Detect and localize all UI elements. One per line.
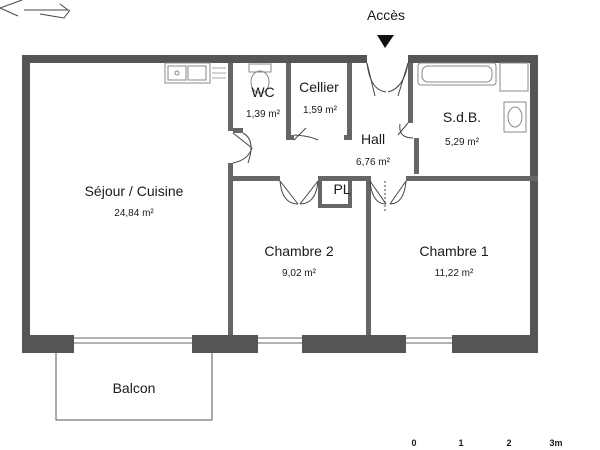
- room-area: 1,59 m²: [303, 105, 338, 116]
- north-arrow-icon: [0, 0, 71, 19]
- room-name: Hall: [361, 131, 385, 147]
- outer-walls: [22, 55, 538, 353]
- kitchen-sink-icon: [164, 62, 211, 84]
- scale-tick: 2: [506, 438, 511, 448]
- room-name: Chambre 2: [264, 243, 333, 259]
- room-name: PL: [333, 181, 350, 197]
- scale-tick: 1: [458, 438, 463, 448]
- room-area: 5,29 m²: [445, 137, 480, 148]
- room-area: 11,22 m²: [435, 268, 474, 279]
- scale-tick: 3m: [549, 438, 562, 448]
- room-area: 24,84 m²: [114, 208, 154, 219]
- scale-bar: 0 1 2 3m: [411, 438, 562, 448]
- washer-box: [499, 62, 529, 92]
- room-area: 9,02 m²: [282, 268, 317, 279]
- bathtub-icon: [417, 62, 497, 86]
- interior-walls: [228, 63, 538, 335]
- room-name: Séjour / Cuisine: [85, 183, 184, 199]
- bathroom-sink-icon: [503, 101, 527, 133]
- room-name: Cellier: [299, 79, 339, 95]
- toilet-icon: [248, 63, 272, 94]
- room-name: S.d.B.: [443, 109, 481, 125]
- room-name: Balcon: [113, 380, 156, 396]
- entrance-label: Accès: [367, 7, 405, 23]
- room-name: WC: [251, 84, 274, 100]
- balcony-outline: [55, 353, 213, 421]
- door-swings: [232, 62, 414, 212]
- room-name: Chambre 1: [419, 243, 488, 259]
- entrance-arrow-icon: [377, 35, 394, 48]
- window-lines: [74, 337, 452, 344]
- room-area: 1,39 m²: [246, 109, 281, 120]
- room-area: 6,76 m²: [356, 157, 391, 168]
- scale-tick: 0: [411, 438, 416, 448]
- kitchen-counter: [212, 67, 226, 79]
